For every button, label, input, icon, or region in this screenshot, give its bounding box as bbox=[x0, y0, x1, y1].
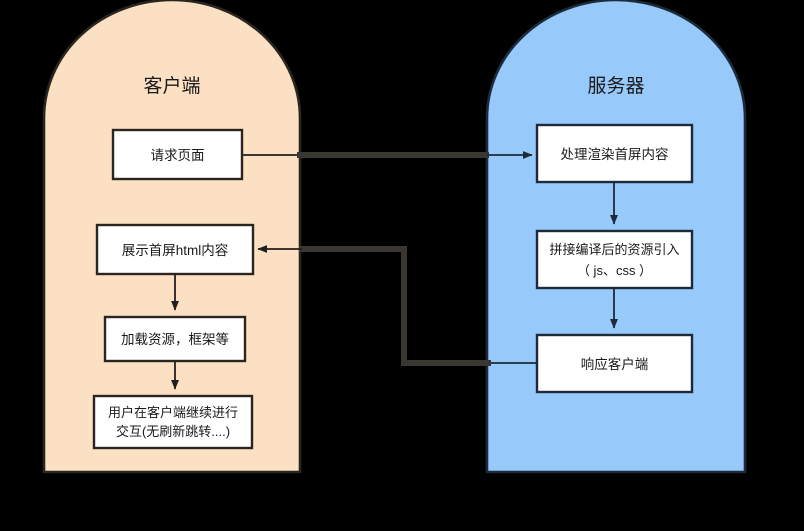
connector-layer bbox=[171, 151, 618, 390]
node-user-interaction-box[interactable] bbox=[92, 394, 254, 450]
node-load-resources-label: 加载资源，框架等 bbox=[121, 331, 229, 347]
node-request-page-box[interactable] bbox=[111, 128, 244, 181]
node-render-first-screen[interactable]: 展示首屏html内容 bbox=[95, 223, 255, 276]
node-render-first-screen-box[interactable] bbox=[95, 223, 255, 276]
node-process-render-box[interactable] bbox=[535, 123, 694, 184]
node-render-first-screen-label: 展示首屏html内容 bbox=[122, 242, 229, 258]
node-load-resources-box[interactable] bbox=[103, 315, 247, 363]
node-concat-compiled-label-line1: 拼接编译后的资源引入 bbox=[549, 242, 679, 257]
connector-respond-to-render-seg-b bbox=[299, 246, 491, 366]
node-respond-client-box[interactable] bbox=[535, 333, 694, 394]
node-process-render-label: 处理渲染首屏内容 bbox=[561, 146, 669, 162]
node-request-page[interactable]: 请求页面 bbox=[111, 128, 244, 181]
node-load-resources[interactable]: 加载资源，框架等 bbox=[103, 315, 247, 363]
lane-server-title: 服务器 bbox=[587, 75, 644, 97]
lane-client-title: 客户端 bbox=[143, 75, 200, 97]
node-process-render[interactable]: 处理渲染首屏内容 bbox=[535, 123, 694, 184]
node-concat-compiled-box[interactable] bbox=[535, 229, 694, 290]
node-user-interaction-label-line2: 交互(无刷新跳转....) bbox=[116, 424, 230, 439]
node-user-interaction-label-line1: 用户在客户端继续进行 bbox=[108, 405, 238, 420]
node-respond-client-label: 响应客户端 bbox=[581, 356, 649, 372]
node-concat-compiled[interactable]: 拼接编译后的资源引入 （ js、css ） bbox=[535, 229, 694, 290]
node-request-page-label: 请求页面 bbox=[151, 148, 205, 163]
node-respond-client[interactable]: 响应客户端 bbox=[535, 333, 694, 394]
node-concat-compiled-label-line2: （ js、css ） bbox=[577, 263, 652, 278]
node-user-interaction[interactable]: 用户在客户端继续进行 交互(无刷新跳转....) bbox=[92, 394, 254, 450]
